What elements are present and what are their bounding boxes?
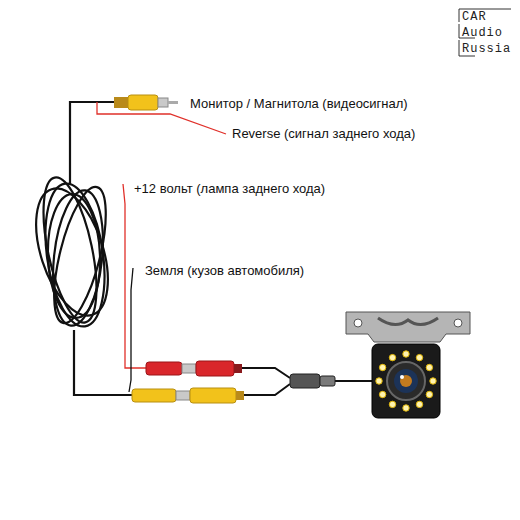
power-wire	[123, 184, 146, 368]
led	[430, 378, 436, 384]
rca-video-out	[114, 95, 178, 110]
rca-video-pair	[132, 388, 244, 403]
led	[416, 354, 422, 360]
coil-loop	[33, 173, 107, 327]
logo-text: Russia	[462, 42, 511, 56]
rca-body	[146, 362, 182, 375]
camera-leads	[242, 368, 372, 395]
rca-pin	[168, 101, 178, 104]
camera	[346, 312, 470, 418]
rca-sleeve	[176, 391, 190, 400]
rca-power-pair	[146, 361, 242, 376]
lens-glint	[400, 375, 404, 379]
signal-label: Монитор / Магнитола (видеосигнал)	[190, 96, 408, 112]
rca-body	[190, 388, 236, 403]
cable	[244, 384, 290, 395]
connector-tip	[320, 376, 335, 386]
rca-sleeve	[158, 98, 168, 107]
bracket-slot	[378, 318, 438, 325]
cable-coil	[22, 173, 122, 330]
signal-label: Земля (кузов автомобиля)	[145, 263, 304, 279]
rca-grip	[114, 97, 128, 108]
cable	[242, 368, 290, 378]
led	[403, 351, 409, 357]
logo-frame	[459, 9, 511, 56]
led	[376, 378, 382, 384]
led	[416, 401, 422, 407]
wire	[123, 184, 146, 368]
lens-ring	[387, 362, 425, 400]
rca-grip	[236, 391, 244, 400]
led	[389, 401, 395, 407]
camera-connector	[290, 374, 335, 388]
led	[379, 364, 385, 370]
led	[426, 364, 432, 370]
signal-label: +12 вольт (лампа заднего хода)	[134, 181, 325, 197]
lens	[394, 369, 418, 393]
rca-grip	[234, 364, 242, 373]
coil-loop	[22, 180, 122, 325]
cable	[74, 330, 132, 395]
signal-label: Reverse (сигнал заднего хода)	[232, 126, 415, 142]
rca-body	[128, 95, 158, 110]
rca-body	[196, 361, 234, 376]
rca-body	[132, 389, 176, 402]
rca-sleeve	[182, 364, 196, 373]
logo-text: Audio	[462, 26, 503, 40]
logo-text: CAR	[462, 10, 487, 24]
led	[403, 405, 409, 411]
bracket-hole	[454, 319, 462, 327]
led	[379, 391, 385, 397]
led	[426, 391, 432, 397]
connector-body	[290, 374, 320, 388]
camera-body	[372, 344, 440, 418]
led	[389, 354, 395, 360]
lens-core	[400, 375, 412, 387]
mount-bracket	[346, 312, 470, 342]
bracket-hole	[354, 319, 362, 327]
coil-loop	[44, 182, 117, 328]
ground-wire	[129, 268, 133, 392]
cable	[335, 380, 372, 382]
wire	[129, 268, 133, 392]
led-ring	[376, 351, 436, 411]
